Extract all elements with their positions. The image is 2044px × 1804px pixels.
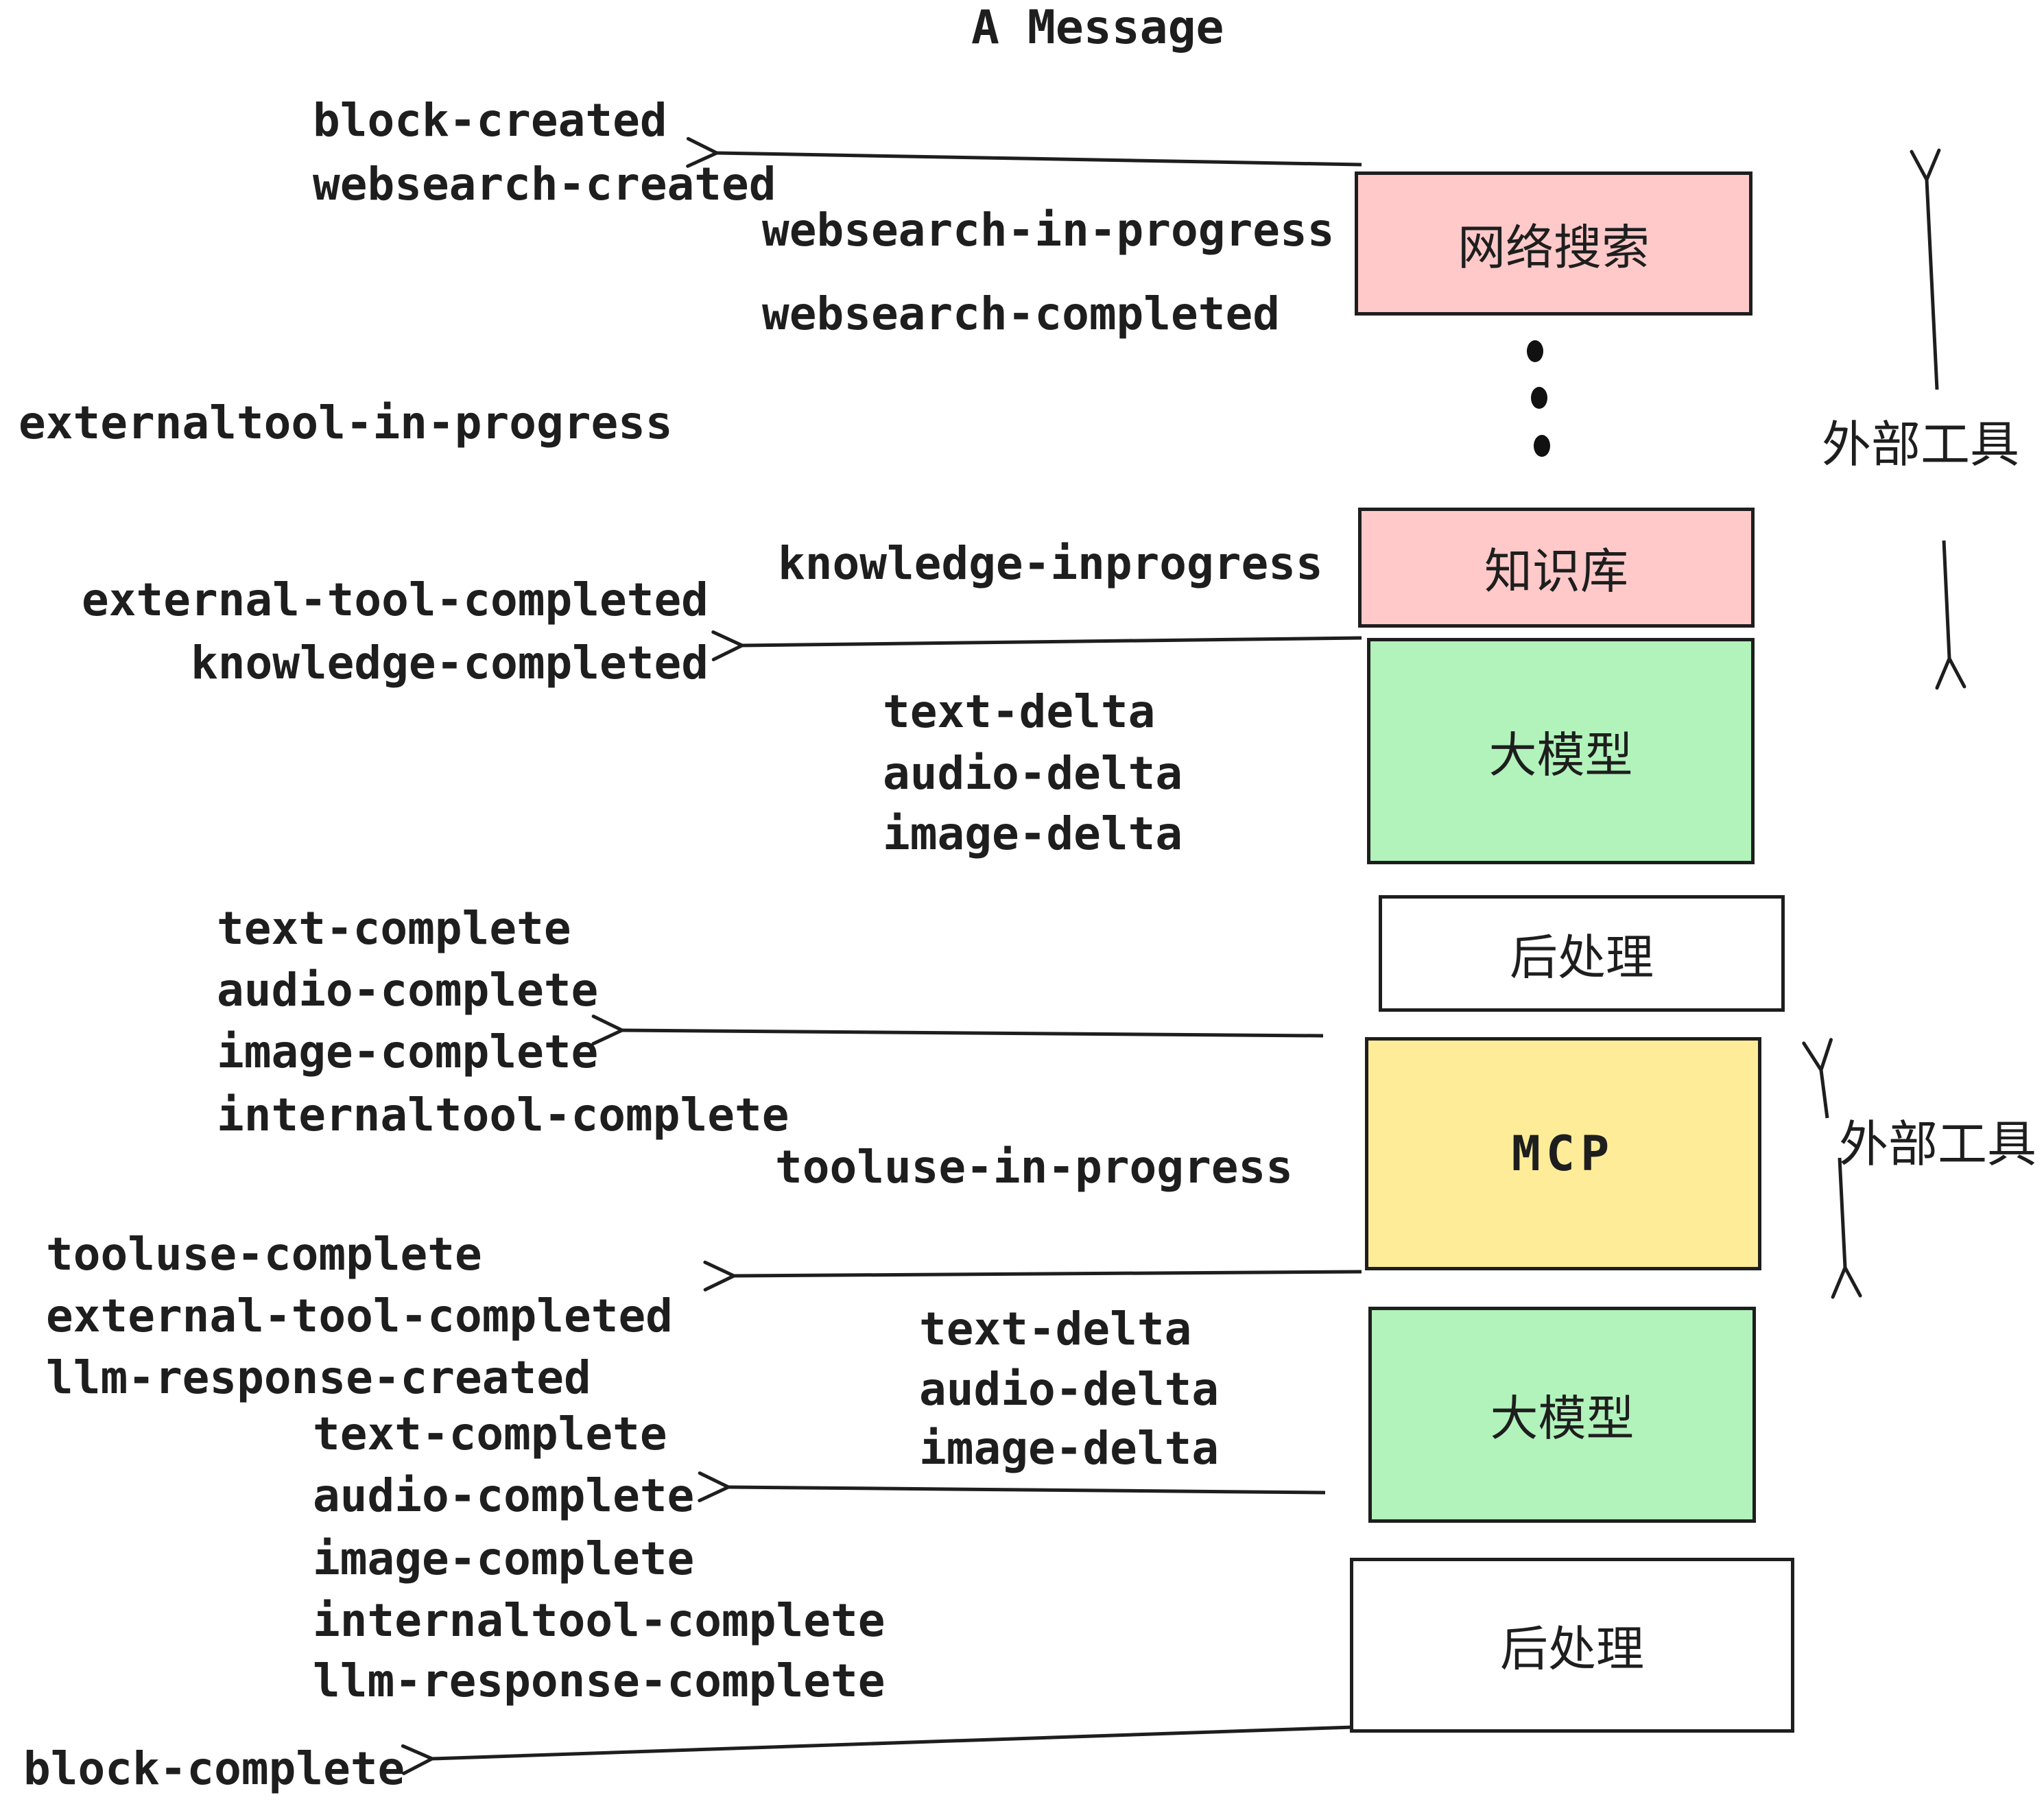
ellipsis-dot — [1527, 340, 1543, 362]
ellipsis-dot — [1531, 387, 1547, 409]
event-audio-complete-2: audio-complete — [313, 1469, 695, 1522]
diagram-title: A Message — [971, 1, 1224, 55]
arrow-external-tools-2-down — [1831, 1157, 1862, 1299]
ellipsis-dot — [1534, 435, 1550, 457]
event-internaltool-complete-2: internaltool-complete — [313, 1594, 886, 1647]
arrow-image-complete-1 — [591, 1014, 1324, 1046]
annotation-external-tools-1: 外部工具 — [1822, 416, 2020, 473]
arrow-external-tools-1-up — [1910, 148, 1941, 390]
event-external-tool-completed-1: external-tool-completed — [82, 573, 709, 626]
event-audio-complete-1: audio-complete — [217, 964, 599, 1017]
box-postprocess-1-label: 后处理 — [1510, 929, 1654, 986]
event-text-delta-1: text-delta — [883, 685, 1156, 738]
event-knowledge-completed: knowledge-completed — [191, 637, 709, 689]
event-llm-response-created: llm-response-created — [46, 1351, 591, 1404]
box-mcp-label: MCP — [1511, 1126, 1615, 1182]
arrow-tooluse-complete — [703, 1260, 1362, 1292]
event-audio-delta-2: audio-delta — [919, 1363, 1220, 1416]
event-image-delta-2: image-delta — [919, 1422, 1220, 1475]
event-image-complete-1: image-complete — [217, 1025, 599, 1078]
box-knowledge-label: 知识库 — [1484, 543, 1628, 600]
arrow-audio-complete-2 — [698, 1471, 1326, 1503]
box-mcp: MCP — [1365, 1037, 1761, 1270]
event-llm-response-complete: llm-response-complete — [313, 1654, 886, 1707]
box-postprocess-2-label: 后处理 — [1500, 1621, 1644, 1677]
event-image-delta-1: image-delta — [883, 807, 1183, 860]
event-external-tool-completed-2: external-tool-completed — [46, 1290, 673, 1342]
box-llm-1-label: 大模型 — [1488, 726, 1633, 783]
event-text-delta-2: text-delta — [919, 1303, 1192, 1355]
event-text-complete-2: text-complete — [313, 1408, 667, 1460]
event-tooluse-complete: tooluse-complete — [46, 1228, 482, 1281]
event-tooluse-in-progress: tooluse-in-progress — [775, 1141, 1293, 1194]
arrow-knowledge-completed — [711, 630, 1362, 662]
box-postprocess-2: 后处理 — [1350, 1558, 1794, 1733]
box-websearch-label: 网络搜索 — [1458, 219, 1650, 276]
event-websearch-in-progress: websearch-in-progress — [762, 204, 1335, 257]
annotation-external-tools-2: 外部工具 — [1839, 1115, 2037, 1173]
box-llm-2: 大模型 — [1368, 1307, 1756, 1523]
event-internaltool-complete-1: internaltool-complete — [217, 1089, 789, 1141]
event-block-created: block-created — [313, 94, 667, 147]
event-externaltool-in-progress: externaltool-in-progress — [19, 396, 673, 449]
event-block-complete: block-complete — [23, 1742, 405, 1795]
event-text-complete-1: text-complete — [217, 902, 571, 955]
arrow-block-complete — [401, 1725, 1353, 1775]
box-llm-1: 大模型 — [1367, 638, 1755, 864]
event-image-complete-2: image-complete — [313, 1532, 695, 1585]
box-websearch: 网络搜索 — [1355, 171, 1752, 316]
event-knowledge-inprogress: knowledge-inprogress — [778, 537, 1323, 590]
arrow-external-tools-1-down — [1935, 540, 1966, 690]
box-llm-2-label: 大模型 — [1490, 1390, 1635, 1447]
event-websearch-completed: websearch-completed — [762, 287, 1280, 340]
event-audio-delta-1: audio-delta — [883, 747, 1183, 800]
box-postprocess-1: 后处理 — [1379, 895, 1785, 1012]
arrow-websearch-created — [686, 137, 1362, 168]
box-knowledge: 知识库 — [1358, 508, 1755, 628]
arrow-external-tools-2-up — [1802, 1038, 1833, 1119]
